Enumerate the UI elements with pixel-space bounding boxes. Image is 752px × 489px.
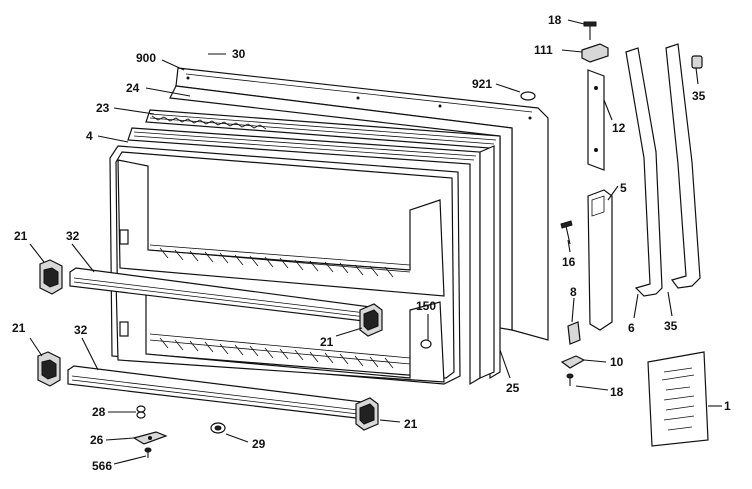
- shelf-end-cap-left-upper: [39, 259, 63, 295]
- callout-28: 28: [92, 405, 106, 419]
- screw-16: [560, 220, 573, 245]
- plug-28: [136, 405, 146, 419]
- screw-18-top: [583, 21, 597, 40]
- callout-921: 921: [472, 77, 492, 91]
- leader-lines: [29, 19, 722, 465]
- callout-566: 566: [92, 459, 112, 473]
- callout-35-cap: 35: [692, 89, 706, 103]
- callout-4: 4: [86, 129, 93, 143]
- shelf-end-cap-right-lower: [355, 397, 379, 431]
- outer-door-panel: [169, 67, 549, 341]
- shelf-end-cap-left-lower: [37, 351, 61, 387]
- plug-150: [420, 339, 432, 349]
- handle-6: [625, 47, 663, 297]
- cap-35: [691, 55, 703, 69]
- callout-21-left-upper: 21: [14, 229, 28, 243]
- callout-labels: 900 30 24 23 4 921 18 111 12 5 35 16 21 …: [12, 13, 731, 473]
- callout-18-top: 18: [548, 13, 562, 27]
- callout-10: 10: [610, 355, 624, 369]
- screw-566: [144, 447, 152, 458]
- shelf-end-cap-right-upper: [359, 303, 383, 337]
- callout-111: 111: [534, 43, 553, 57]
- hinge-bracket-111: [581, 43, 609, 63]
- grommet-29: [210, 422, 226, 434]
- callout-1: 1: [724, 399, 731, 413]
- inner-door-liner: [109, 145, 461, 385]
- instruction-booklet-1: [647, 351, 709, 447]
- callout-18-bottom: 18: [610, 385, 624, 399]
- spacer-8: [567, 321, 581, 345]
- callout-25: 25: [506, 381, 520, 395]
- hinge-plate-12: [587, 69, 605, 171]
- callout-35-handle: 35: [664, 319, 678, 333]
- callout-150: 150: [416, 299, 436, 313]
- callout-5: 5: [620, 181, 627, 195]
- clip-10: [560, 355, 586, 369]
- screw-18-bottom: [566, 373, 574, 386]
- hinge-channel-5: [587, 189, 613, 331]
- callout-23: 23: [96, 101, 110, 115]
- door-liner-frame: [127, 127, 495, 386]
- door-gasket: [145, 109, 501, 380]
- handle-35: [665, 43, 701, 289]
- callout-8: 8: [570, 285, 577, 299]
- callout-26: 26: [90, 433, 104, 447]
- callout-24: 24: [126, 81, 140, 95]
- callout-32-lower: 32: [74, 323, 88, 337]
- callout-6: 6: [628, 321, 635, 335]
- callout-29: 29: [252, 437, 266, 451]
- callout-16: 16: [562, 255, 576, 269]
- callout-30: 30: [232, 47, 246, 61]
- bracket-26: [132, 431, 168, 445]
- callout-21-right-lower: 21: [404, 417, 418, 431]
- callout-12: 12: [612, 121, 626, 135]
- callout-900: 900: [136, 51, 156, 65]
- callout-32-upper: 32: [66, 229, 80, 243]
- callout-21-left-lower: 21: [12, 321, 26, 335]
- callout-21-right-upper: 21: [320, 335, 334, 349]
